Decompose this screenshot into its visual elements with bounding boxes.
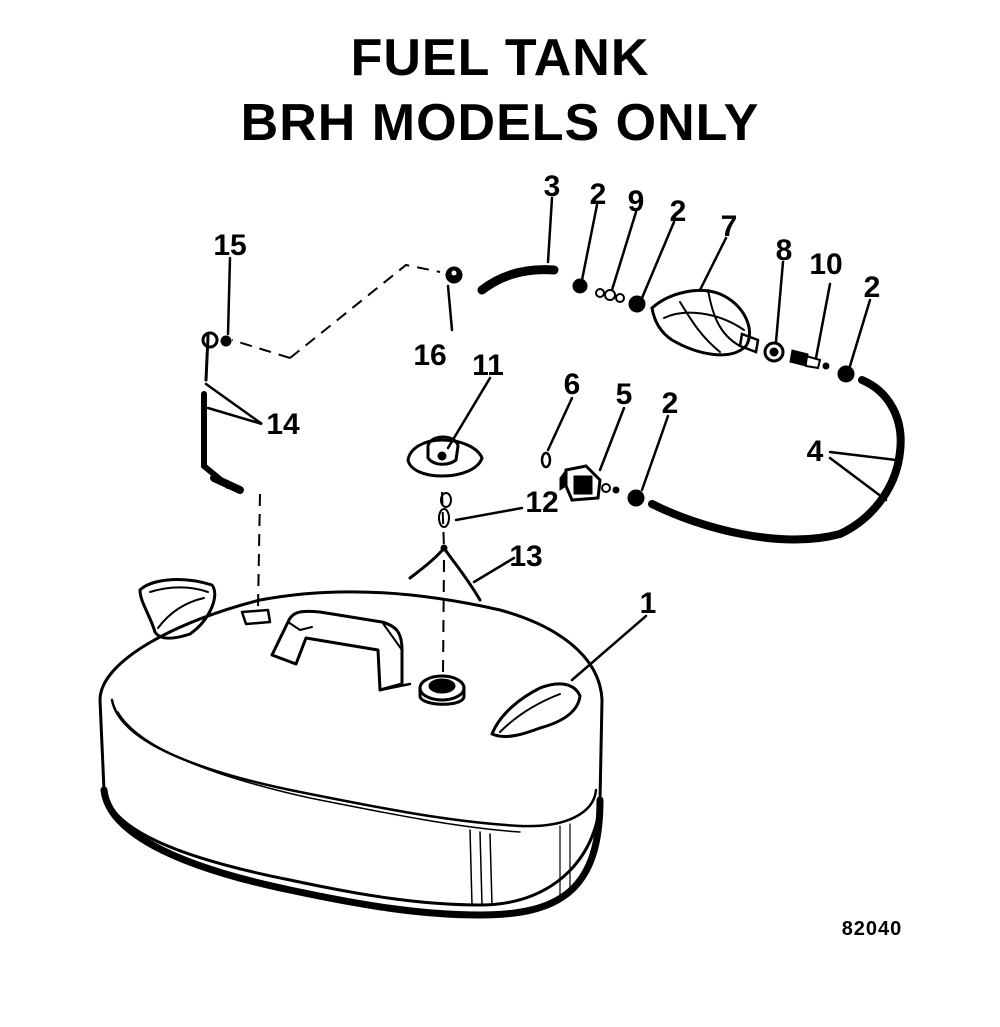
callout-4-part-4: 4 [807,435,824,468]
fuel-connector [540,451,645,507]
callout-5-part-5: 5 [616,378,633,411]
callout-9-part-9: 9 [628,185,645,218]
callout-11-part-11: 11 [472,349,504,382]
callout-15-part-15: 15 [213,229,246,262]
diagram-title-line-2: BRH MODELS ONLY [240,94,760,152]
callout-14-part-14: 14 [266,408,300,441]
diagram-title-line-1: FUEL TANK [350,29,650,87]
leader-lines [204,196,898,682]
callout-7-part-7: 7 [721,210,738,243]
callout-2-part-2b: 2 [670,195,687,228]
callout-10-part-10: 10 [809,248,842,281]
callout-2-part-2a: 2 [590,178,607,211]
callout-2-part-2d: 2 [662,387,679,420]
callout-8-part-8: 8 [776,234,793,267]
figure-number: 82040 [842,918,903,940]
filler-cap-assembly [406,435,484,602]
callout-3-part-3: 3 [544,170,561,203]
vent-tube-assembly [201,331,244,494]
callout-13-part-13: 13 [509,540,542,573]
callout-12-part-12: 12 [525,486,558,519]
fuel-line-upper [445,265,905,544]
callout-1-part-1: 1 [640,587,657,620]
callout-labels: 3 2 9 2 7 8 10 2 15 16 11 6 5 2 4 14 12 … [213,170,880,620]
callout-6-part-6: 6 [564,368,581,401]
assembly-dashed-lines [231,263,445,676]
fuel-tank [98,578,604,919]
callout-16-part-16: 16 [413,339,446,372]
callout-2-part-2c: 2 [864,271,881,304]
